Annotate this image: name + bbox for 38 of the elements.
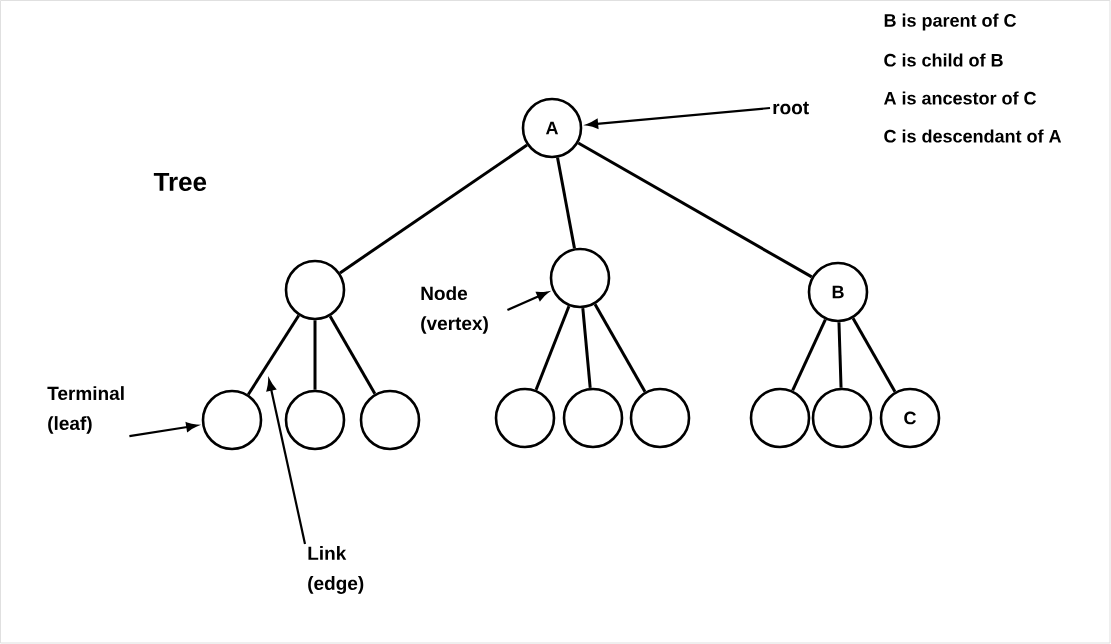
tree-edge: [577, 141, 813, 279]
tree-node: [284, 259, 346, 321]
tree-edge: [837, 322, 843, 388]
statement-text: C is child of B: [884, 53, 1003, 67]
annotation-label: Node (vertex): [421, 286, 488, 334]
title: Tree: [153, 172, 207, 192]
tree-node: A: [521, 97, 583, 159]
tree-edge: [791, 318, 827, 392]
statement-text: A is ancestor of C: [884, 91, 1037, 105]
leader-line: [129, 422, 198, 438]
statement-text: B is parent of C: [884, 13, 1017, 31]
tree-edge: [534, 305, 571, 391]
tree-edge: [556, 157, 576, 249]
leader-line: [586, 106, 771, 129]
leader-line: [266, 379, 307, 545]
tree-node: [284, 389, 346, 451]
tree-edge: [328, 315, 377, 395]
tree-edge: [313, 320, 317, 390]
tree-node: [562, 387, 624, 449]
tree-node: [549, 247, 611, 309]
tree-node: [629, 387, 691, 449]
tree-node: [359, 389, 421, 451]
tree-node: [749, 387, 811, 449]
tree-edge: [581, 308, 592, 388]
leader-line: [506, 291, 549, 311]
annotation-label: Terminal (leaf): [47, 386, 124, 434]
tree-edge: [247, 314, 300, 396]
tree-node: C: [879, 387, 941, 449]
annotation-label: root: [773, 101, 809, 115]
tree-node: [201, 389, 263, 451]
annotation-label: Link (edge): [308, 546, 364, 594]
tree-edge: [593, 303, 647, 393]
tree-node: [811, 387, 873, 449]
tree-node: B: [807, 261, 869, 323]
tree-node: [494, 387, 556, 449]
statement-text: C is descendant of A: [884, 129, 1062, 143]
tree-edge: [339, 143, 528, 275]
tree-edge: [851, 317, 897, 393]
